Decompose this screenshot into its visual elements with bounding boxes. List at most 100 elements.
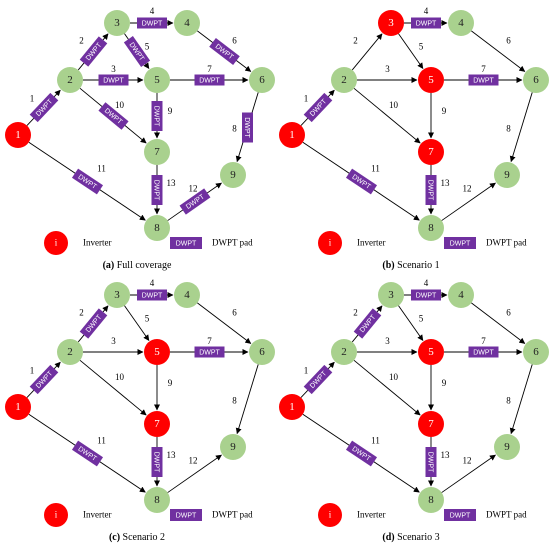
- node-circle: [220, 434, 246, 460]
- legend-inverter-label: Inverter: [83, 238, 111, 248]
- edge-number-7: 7: [481, 64, 486, 74]
- edge-number-13: 13: [441, 178, 451, 188]
- node-2: 2: [331, 67, 357, 93]
- node-label: 7: [428, 418, 434, 430]
- edge-number-2: 2: [353, 36, 358, 46]
- node-circle: [57, 67, 83, 93]
- node-3: 3: [104, 10, 130, 36]
- dwpt-pad-edge-4: DWPT: [411, 17, 441, 29]
- node-label: 9: [504, 441, 510, 453]
- node-label: 1: [289, 401, 295, 413]
- node-2: 2: [331, 339, 357, 365]
- edge-12: [441, 454, 496, 493]
- legend-inverter-symbol: i: [55, 510, 58, 520]
- legend-inverter-icon: [44, 503, 68, 527]
- dwpt-pad-edge-13: DWPT: [425, 447, 437, 477]
- dwpt-pad-rect: [151, 447, 163, 477]
- dwpt-pad-rect: [345, 168, 378, 195]
- edge-number-8: 8: [232, 124, 237, 134]
- dwpt-pad-rect: [71, 168, 104, 195]
- edge-number-7: 7: [207, 64, 212, 74]
- legend-pad-text: DWPT: [176, 240, 197, 247]
- edge-number-9: 9: [442, 106, 447, 116]
- dwpt-pad-rect: [179, 188, 211, 215]
- panel-letter: (d): [382, 532, 394, 543]
- panel-letter: (a): [103, 260, 115, 271]
- legend-pad-icon: [444, 509, 476, 521]
- dwpt-pad-rect: [29, 92, 59, 123]
- node-label: 5: [154, 346, 160, 358]
- node-4: 4: [174, 282, 200, 308]
- node-label: 9: [230, 441, 236, 453]
- dwpt-pad-rect: [79, 308, 108, 339]
- dwpt-pad-text: DWPT: [103, 77, 124, 84]
- node-2: 2: [57, 67, 83, 93]
- edge-number-3: 3: [385, 64, 390, 74]
- panel-caption: (c) Scenario 2: [109, 532, 165, 543]
- panel-title: Scenario 2: [120, 532, 165, 543]
- node-label: 1: [15, 401, 21, 413]
- node-label: 8: [154, 222, 160, 234]
- node-9: 9: [220, 434, 246, 460]
- node-label: 5: [154, 74, 160, 86]
- legend-inverter-label: Inverter: [83, 510, 111, 520]
- dwpt-pad-text: DWPT: [142, 292, 163, 299]
- inverter-node-circle: [279, 122, 305, 148]
- legend-pad-icon: [170, 237, 202, 249]
- node-5: 5: [144, 67, 170, 93]
- node-circle: [331, 339, 357, 365]
- edge-number-3: 3: [111, 64, 116, 74]
- node-6: 6: [249, 67, 275, 93]
- dwpt-pad-rect: [194, 74, 225, 86]
- node-circle: [523, 339, 549, 365]
- edge-number-9: 9: [168, 106, 173, 116]
- dwpt-pad-rect: [353, 308, 382, 339]
- edge-number-3: 3: [385, 336, 390, 346]
- dwpt-pad-rect: [303, 364, 333, 395]
- inverter-node-circle: [144, 411, 170, 437]
- dwpt-pad-edge-13: DWPT: [425, 175, 437, 205]
- edge-number-9: 9: [168, 378, 173, 388]
- edge-8: [509, 364, 533, 435]
- edge-number-6: 6: [506, 36, 511, 46]
- dwpt-pad-edge-4: DWPT: [411, 289, 441, 301]
- node-1: 1: [5, 394, 31, 420]
- node-label: 4: [458, 289, 464, 301]
- node-5: 5: [418, 67, 444, 93]
- node-circle: [220, 162, 246, 188]
- edge-number-10: 10: [115, 372, 125, 382]
- legend-pad-text: DWPT: [450, 240, 471, 247]
- legend-inverter-symbol: i: [329, 510, 332, 520]
- edge-10: [353, 87, 421, 144]
- node-9: 9: [220, 162, 246, 188]
- edge-number-10: 10: [389, 372, 399, 382]
- node-7: 7: [418, 139, 444, 165]
- node-circle: [249, 67, 275, 93]
- dwpt-pad-rect: [71, 440, 104, 467]
- dwpt-pad-text: DWPT: [199, 349, 220, 356]
- inverter-node-circle: [418, 139, 444, 165]
- node-label: 2: [341, 74, 347, 86]
- inverter-node-circle: [144, 339, 170, 365]
- dwpt-pad-rect: [303, 92, 333, 123]
- node-1: 1: [279, 122, 305, 148]
- dwpt-pad-rect: [209, 38, 240, 65]
- node-circle: [144, 487, 170, 513]
- edge-number-5: 5: [419, 314, 424, 324]
- legend-inverter-symbol: i: [55, 238, 58, 248]
- legend-pad-icon: [444, 237, 476, 249]
- edge-number-1: 1: [30, 94, 35, 104]
- node-5: 5: [144, 339, 170, 365]
- inverter-node-circle: [5, 122, 31, 148]
- node-circle: [494, 162, 520, 188]
- edge-number-6: 6: [232, 308, 237, 318]
- node-9: 9: [494, 434, 520, 460]
- edge-number-12: 12: [463, 456, 472, 466]
- dwpt-pad-rect: [137, 289, 167, 301]
- edge-number-13: 13: [167, 450, 177, 460]
- edge-number-1: 1: [304, 366, 309, 376]
- edge-number-11: 11: [371, 436, 380, 446]
- dwpt-pad-rect: [425, 175, 437, 205]
- dwpt-pad-text: DWPT: [243, 117, 250, 138]
